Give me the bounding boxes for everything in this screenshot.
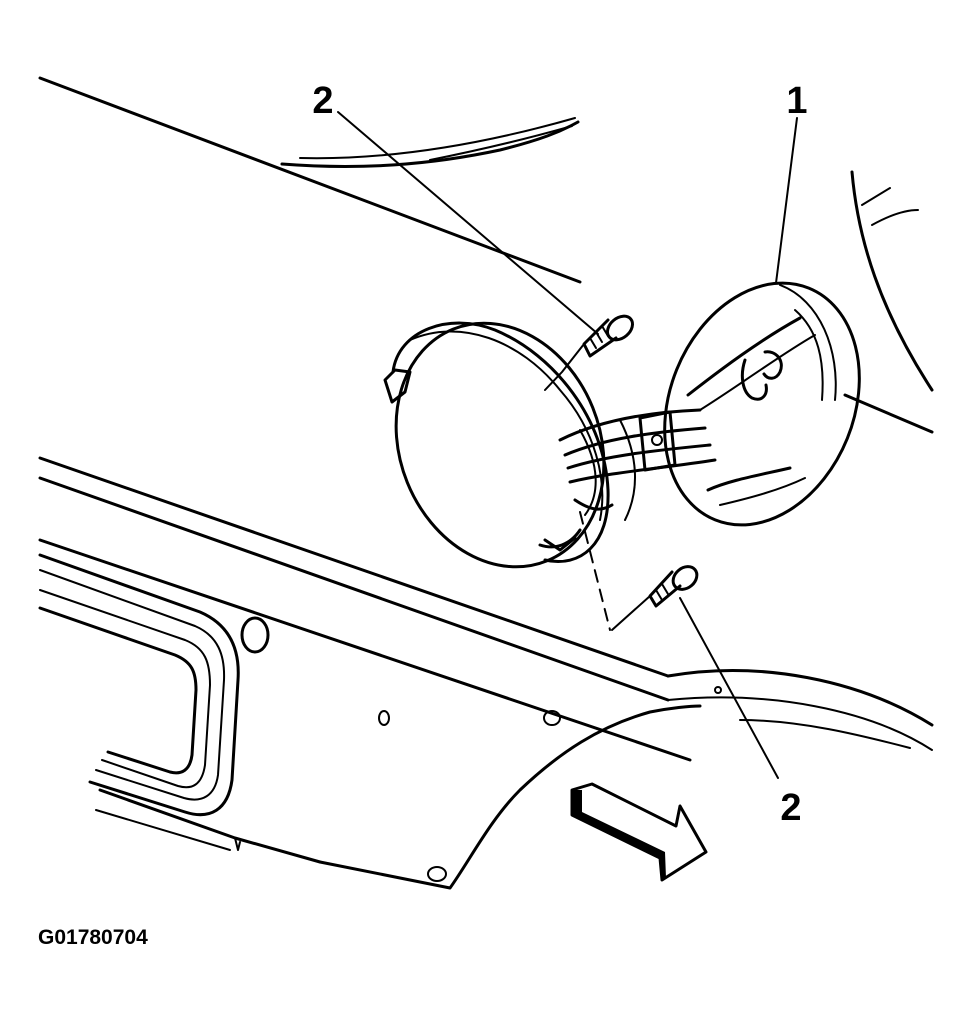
screw-bottom <box>611 565 699 631</box>
callouts: 2 1 2 <box>312 80 807 829</box>
body-sweep-lines <box>38 456 934 762</box>
leader-2-top <box>337 111 599 335</box>
leader-lines <box>337 111 798 779</box>
quarter-panel-lines <box>843 170 934 434</box>
inner-panel-recess <box>38 553 322 864</box>
fuel-door-housing <box>383 321 610 569</box>
leader-2-bottom <box>679 597 779 779</box>
callout-2-top: 2 <box>312 80 333 122</box>
leader-1 <box>775 117 798 284</box>
install-path-dashed <box>579 511 611 631</box>
fuel-door <box>663 281 861 527</box>
figure-id: G01780704 <box>38 926 148 949</box>
panel-holes <box>240 616 722 882</box>
upper-body-lines <box>38 76 582 284</box>
wheel-arch-panel <box>234 704 702 890</box>
forward-arrow <box>570 782 708 882</box>
screw-top <box>544 314 635 391</box>
callout-1: 1 <box>786 80 807 122</box>
callout-2-bottom: 2 <box>780 787 801 829</box>
